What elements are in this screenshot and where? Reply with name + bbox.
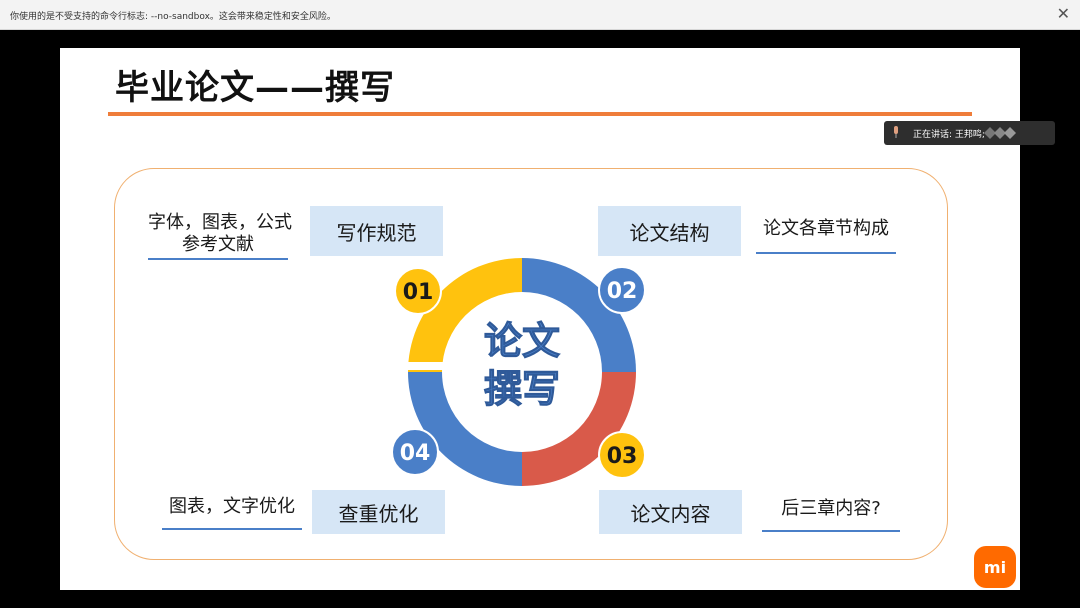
note-03-line1: 后三章内容? (781, 498, 881, 519)
chip-thesis-structure: 论文结构 (598, 206, 741, 256)
chip-writing-norms: 写作规范 (310, 206, 443, 256)
mi-logo: mi (974, 546, 1016, 588)
badge-03-label: 03 (607, 444, 638, 469)
badge-02: 02 (598, 266, 646, 314)
note-03: 后三章内容? (762, 498, 900, 532)
ring-segment-03 (522, 372, 636, 486)
note-01: 字体，图表，公式 参考文献 (148, 212, 292, 260)
speaking-indicator: 正在讲话: 王邦鸣; (884, 121, 1055, 145)
chip-thesis-content: 论文内容 (599, 490, 742, 534)
infobar-message: 你使用的是不受支持的命令行标志: --no-sandbox。这会带来稳定性和安全… (10, 12, 336, 22)
ring-segment-01 (408, 258, 522, 372)
center-line2: 撰写 (484, 367, 560, 411)
presentation-slide: 毕业论文——撰写 字体，图表，公式 参考文献 论文各章节构成 后三章内容? 图表… (60, 48, 1020, 590)
note-02-line1: 论文各章节构成 (763, 218, 889, 239)
note-01-line2: 参考文献 (182, 234, 254, 255)
badge-01: 01 (394, 267, 442, 315)
note-02: 论文各章节构成 (756, 218, 896, 254)
ring-segment-02 (522, 258, 636, 372)
badge-04-label: 04 (400, 441, 431, 466)
note-04-line1: 图表，文字优化 (169, 496, 295, 517)
title-underline (108, 112, 972, 116)
close-icon[interactable]: ✕ (1056, 4, 1070, 23)
ring-diagram: 论文 撰写 01 02 03 04 (391, 258, 646, 486)
speaking-text: 正在讲话: 王邦鸣; (913, 130, 985, 140)
ring-segment-04 (408, 372, 522, 486)
note-01-line1: 字体，图表，公式 (148, 212, 292, 233)
badge-03: 03 (598, 431, 646, 479)
content-frame (114, 168, 948, 560)
center-line1: 论文 (484, 319, 560, 363)
warning-infobar: 你使用的是不受支持的命令行标志: --no-sandbox。这会带来稳定性和安全… (0, 0, 1080, 30)
audio-wave-icon (984, 127, 1016, 139)
note-04: 图表，文字优化 (162, 496, 302, 530)
badge-02-label: 02 (607, 279, 638, 304)
slide-title: 毕业论文——撰写 (115, 68, 395, 108)
badge-01-label: 01 (403, 280, 434, 305)
microphone-icon (894, 126, 898, 138)
chip-plagiarism-optimization: 查重优化 (312, 490, 445, 534)
badge-04: 04 (391, 428, 439, 476)
